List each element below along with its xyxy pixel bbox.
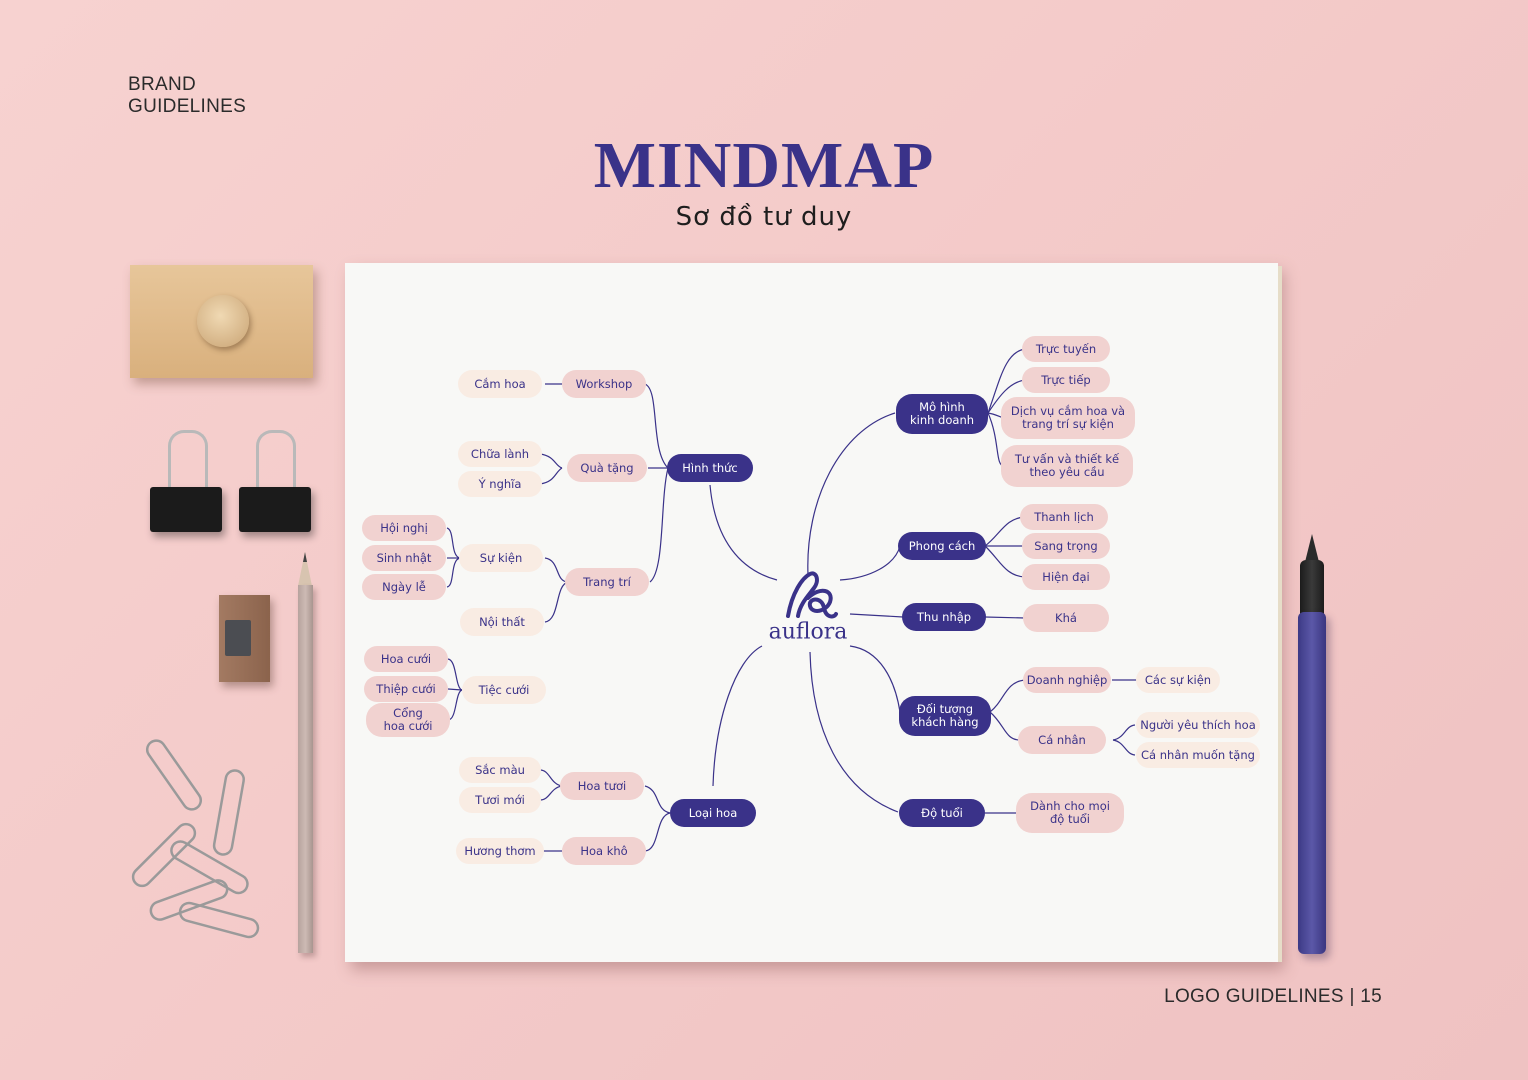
pencil: [298, 585, 313, 953]
node-thiep-cuoi: Thiệp cưới: [364, 676, 448, 702]
sharpener-blade: [225, 620, 251, 656]
node-ngay-le: Ngày lễ: [362, 574, 446, 600]
node-cac-su-kien: Các sự kiện: [1136, 667, 1220, 693]
node-do-tuoi: Độ tuổi: [899, 799, 985, 827]
node-y-nghia: Ý nghĩa: [458, 471, 542, 497]
node-sang-trong: Sang trọng: [1022, 533, 1110, 559]
node-tuoi-moi: Tươi mới: [459, 787, 541, 813]
node-hoa-kho: Hoa khô: [562, 837, 646, 865]
node-cong-hoa-cuoi: Cổng hoa cưới: [366, 703, 450, 737]
node-ca-nhan-muon-tang: Cá nhân muốn tặng: [1136, 742, 1260, 768]
node-tu-van-thiet-ke: Tư vấn và thiết kế theo yêu cầu: [1001, 445, 1133, 487]
page-title: MINDMAP: [593, 129, 935, 202]
paper-edge: [1278, 266, 1282, 962]
pen-grip: [1300, 560, 1324, 616]
node-mo-hinh-kinh-doanh: Mô hình kinh doanh: [896, 394, 988, 434]
node-thanh-lich: Thanh lịch: [1020, 504, 1108, 530]
node-hoi-nghi: Hội nghị: [362, 515, 446, 541]
pen-barrel: [1298, 612, 1326, 954]
binder-clip: [239, 487, 311, 532]
node-doi-tuong-khach-hang: Đối tượng khách hàng: [899, 696, 991, 736]
node-phong-cach: Phong cách: [898, 532, 986, 560]
node-trang-tri: Trang trí: [565, 568, 649, 596]
paperclips: [131, 739, 260, 939]
node-ca-nhan: Cá nhân: [1018, 726, 1106, 754]
node-hien-dai: Hiện đại: [1022, 564, 1110, 590]
binder-clip-handle: [256, 430, 296, 493]
node-noi-that: Nội thất: [460, 608, 544, 636]
node-hinh-thuc: Hình thức: [667, 454, 753, 482]
node-doanh-nghiep: Doanh nghiệp: [1023, 667, 1111, 693]
brand-label-line2: GUIDELINES: [128, 96, 247, 117]
node-truc-tiep: Trực tiếp: [1022, 367, 1110, 393]
auflora-logo-icon: [786, 571, 838, 619]
brand-guidelines-label: BRAND GUIDELINES: [128, 74, 246, 118]
pen-tip: [1305, 534, 1319, 562]
stamp-knob: [197, 295, 249, 347]
binder-clip-handle: [168, 430, 208, 493]
node-workshop: Workshop: [562, 370, 646, 398]
node-huong-thom: Hương thơm: [456, 838, 544, 864]
node-dich-vu-cam-hoa: Dịch vụ cắm hoa và trang trí sự kiện: [1001, 397, 1135, 439]
node-sinh-nhat: Sinh nhật: [362, 545, 446, 571]
logo-wordmark: auflora: [768, 619, 848, 645]
node-kha: Khá: [1023, 604, 1109, 632]
page-subtitle: Sơ đồ tư duy: [675, 202, 853, 232]
node-loai-hoa: Loại hoa: [670, 799, 756, 827]
binder-clip: [150, 487, 222, 532]
node-hoa-tuoi: Hoa tươi: [560, 772, 644, 800]
node-cam-hoa: Cắm hoa: [458, 370, 542, 398]
pencil-lead: [303, 552, 307, 562]
node-hoa-cuoi: Hoa cưới: [364, 646, 448, 672]
brand-label-line1: BRAND: [128, 74, 197, 95]
pencil-tip: [298, 552, 312, 586]
node-sac-mau: Sắc màu: [459, 757, 541, 783]
node-danh-cho-moi-do-tuoi: Dành cho mọi độ tuổi: [1016, 793, 1124, 833]
node-nguoi-yeu-thich-hoa: Người yêu thích hoa: [1136, 712, 1260, 738]
node-qua-tang: Quà tặng: [567, 454, 647, 482]
node-su-kien: Sự kiện: [459, 544, 543, 572]
node-thu-nhap: Thu nhập: [902, 603, 986, 631]
node-tiec-cuoi: Tiệc cưới: [462, 676, 546, 704]
page-footer: LOGO GUIDELINES | 15: [1164, 986, 1382, 1007]
node-truc-tuyen: Trực tuyến: [1022, 336, 1110, 362]
node-chua-lanh: Chữa lành: [458, 441, 542, 467]
